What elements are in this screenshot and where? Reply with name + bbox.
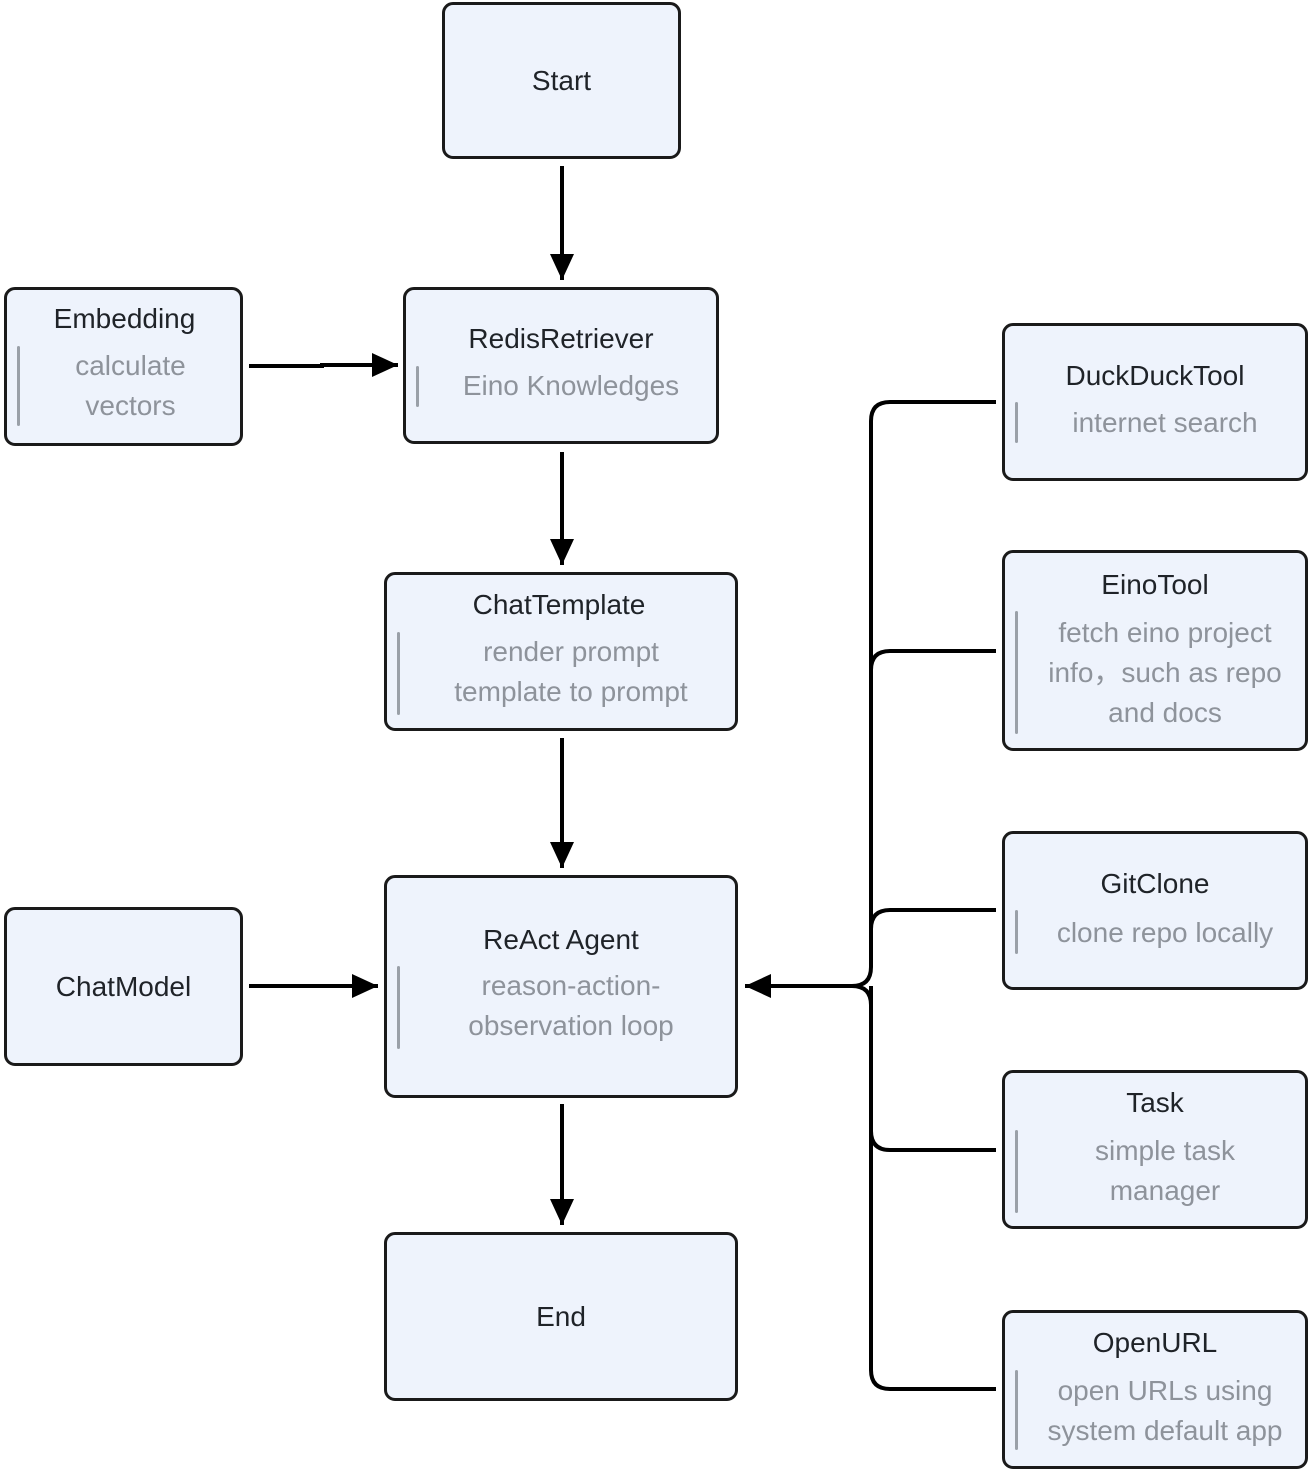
node-duckduck-tool-desc-bar — [1015, 402, 1018, 443]
tools-bracket — [851, 400, 996, 1391]
node-chat-model[interactable]: ChatModel — [4, 907, 243, 1066]
node-embedding-title: Embedding — [53, 303, 196, 334]
node-open-url[interactable]: OpenURL open URLs using system default a… — [1002, 1310, 1308, 1469]
node-react-agent-desc-bar — [397, 966, 400, 1049]
node-duckduck-tool-title: DuckDuckTool — [1065, 360, 1245, 391]
node-chat-model-title: ChatModel — [55, 970, 192, 1002]
node-redis-retriever[interactable]: RedisRetriever Eino Knowledges — [403, 287, 719, 444]
node-chat-template-desc: render prompt template to prompt — [454, 636, 688, 707]
node-open-url-desc: open URLs using system default app — [1047, 1375, 1283, 1446]
node-redis-retriever-desc: Eino Knowledges — [462, 370, 680, 401]
node-chat-template[interactable]: ChatTemplate render prompt template to p… — [384, 572, 738, 731]
node-git-clone[interactable]: GitClone clone repo locally — [1002, 831, 1308, 990]
node-embedding-desc: calculate vectors — [75, 350, 186, 421]
edge-embedding-to-retriever — [249, 353, 398, 377]
node-react-agent[interactable]: ReAct Agent reason-action- observation l… — [384, 875, 738, 1098]
node-chat-template-title: ChatTemplate — [472, 589, 646, 620]
node-embedding-desc-bar — [17, 346, 20, 426]
node-react-agent-title: ReAct Agent — [483, 924, 639, 955]
node-end[interactable]: End — [384, 1232, 738, 1401]
node-redis-retriever-title: RedisRetriever — [468, 323, 654, 354]
node-eino-tool-desc: fetch eino project info，such as repo and… — [1048, 617, 1282, 728]
node-task-title: Task — [1126, 1087, 1184, 1118]
node-open-url-desc-bar — [1015, 1370, 1018, 1450]
node-task-desc-bar — [1015, 1130, 1018, 1213]
node-redis-retriever-desc-bar — [416, 366, 419, 407]
node-react-agent-desc: reason-action- observation loop — [468, 970, 674, 1041]
node-task[interactable]: Task simple task manager — [1002, 1070, 1308, 1229]
node-git-clone-desc: clone repo locally — [1056, 917, 1274, 948]
node-duckduck-tool-desc: internet search — [1072, 407, 1258, 438]
node-start[interactable]: Start — [442, 2, 681, 159]
node-duckduck-tool[interactable]: DuckDuckTool internet search — [1002, 323, 1308, 481]
node-embedding[interactable]: Embedding calculate vectors — [4, 287, 243, 446]
node-eino-tool[interactable]: EinoTool fetch eino project info，such as… — [1002, 550, 1308, 751]
node-git-clone-title: GitClone — [1100, 868, 1210, 899]
node-eino-tool-title: EinoTool — [1101, 569, 1209, 600]
node-chat-template-desc-bar — [397, 632, 400, 715]
node-task-desc: simple task manager — [1094, 1135, 1236, 1206]
node-git-clone-desc-bar — [1015, 910, 1018, 954]
node-start-title: Start — [531, 64, 592, 96]
node-open-url-title: OpenURL — [1092, 1327, 1218, 1358]
node-end-title: End — [536, 1300, 586, 1332]
node-eino-tool-desc-bar — [1015, 611, 1018, 734]
